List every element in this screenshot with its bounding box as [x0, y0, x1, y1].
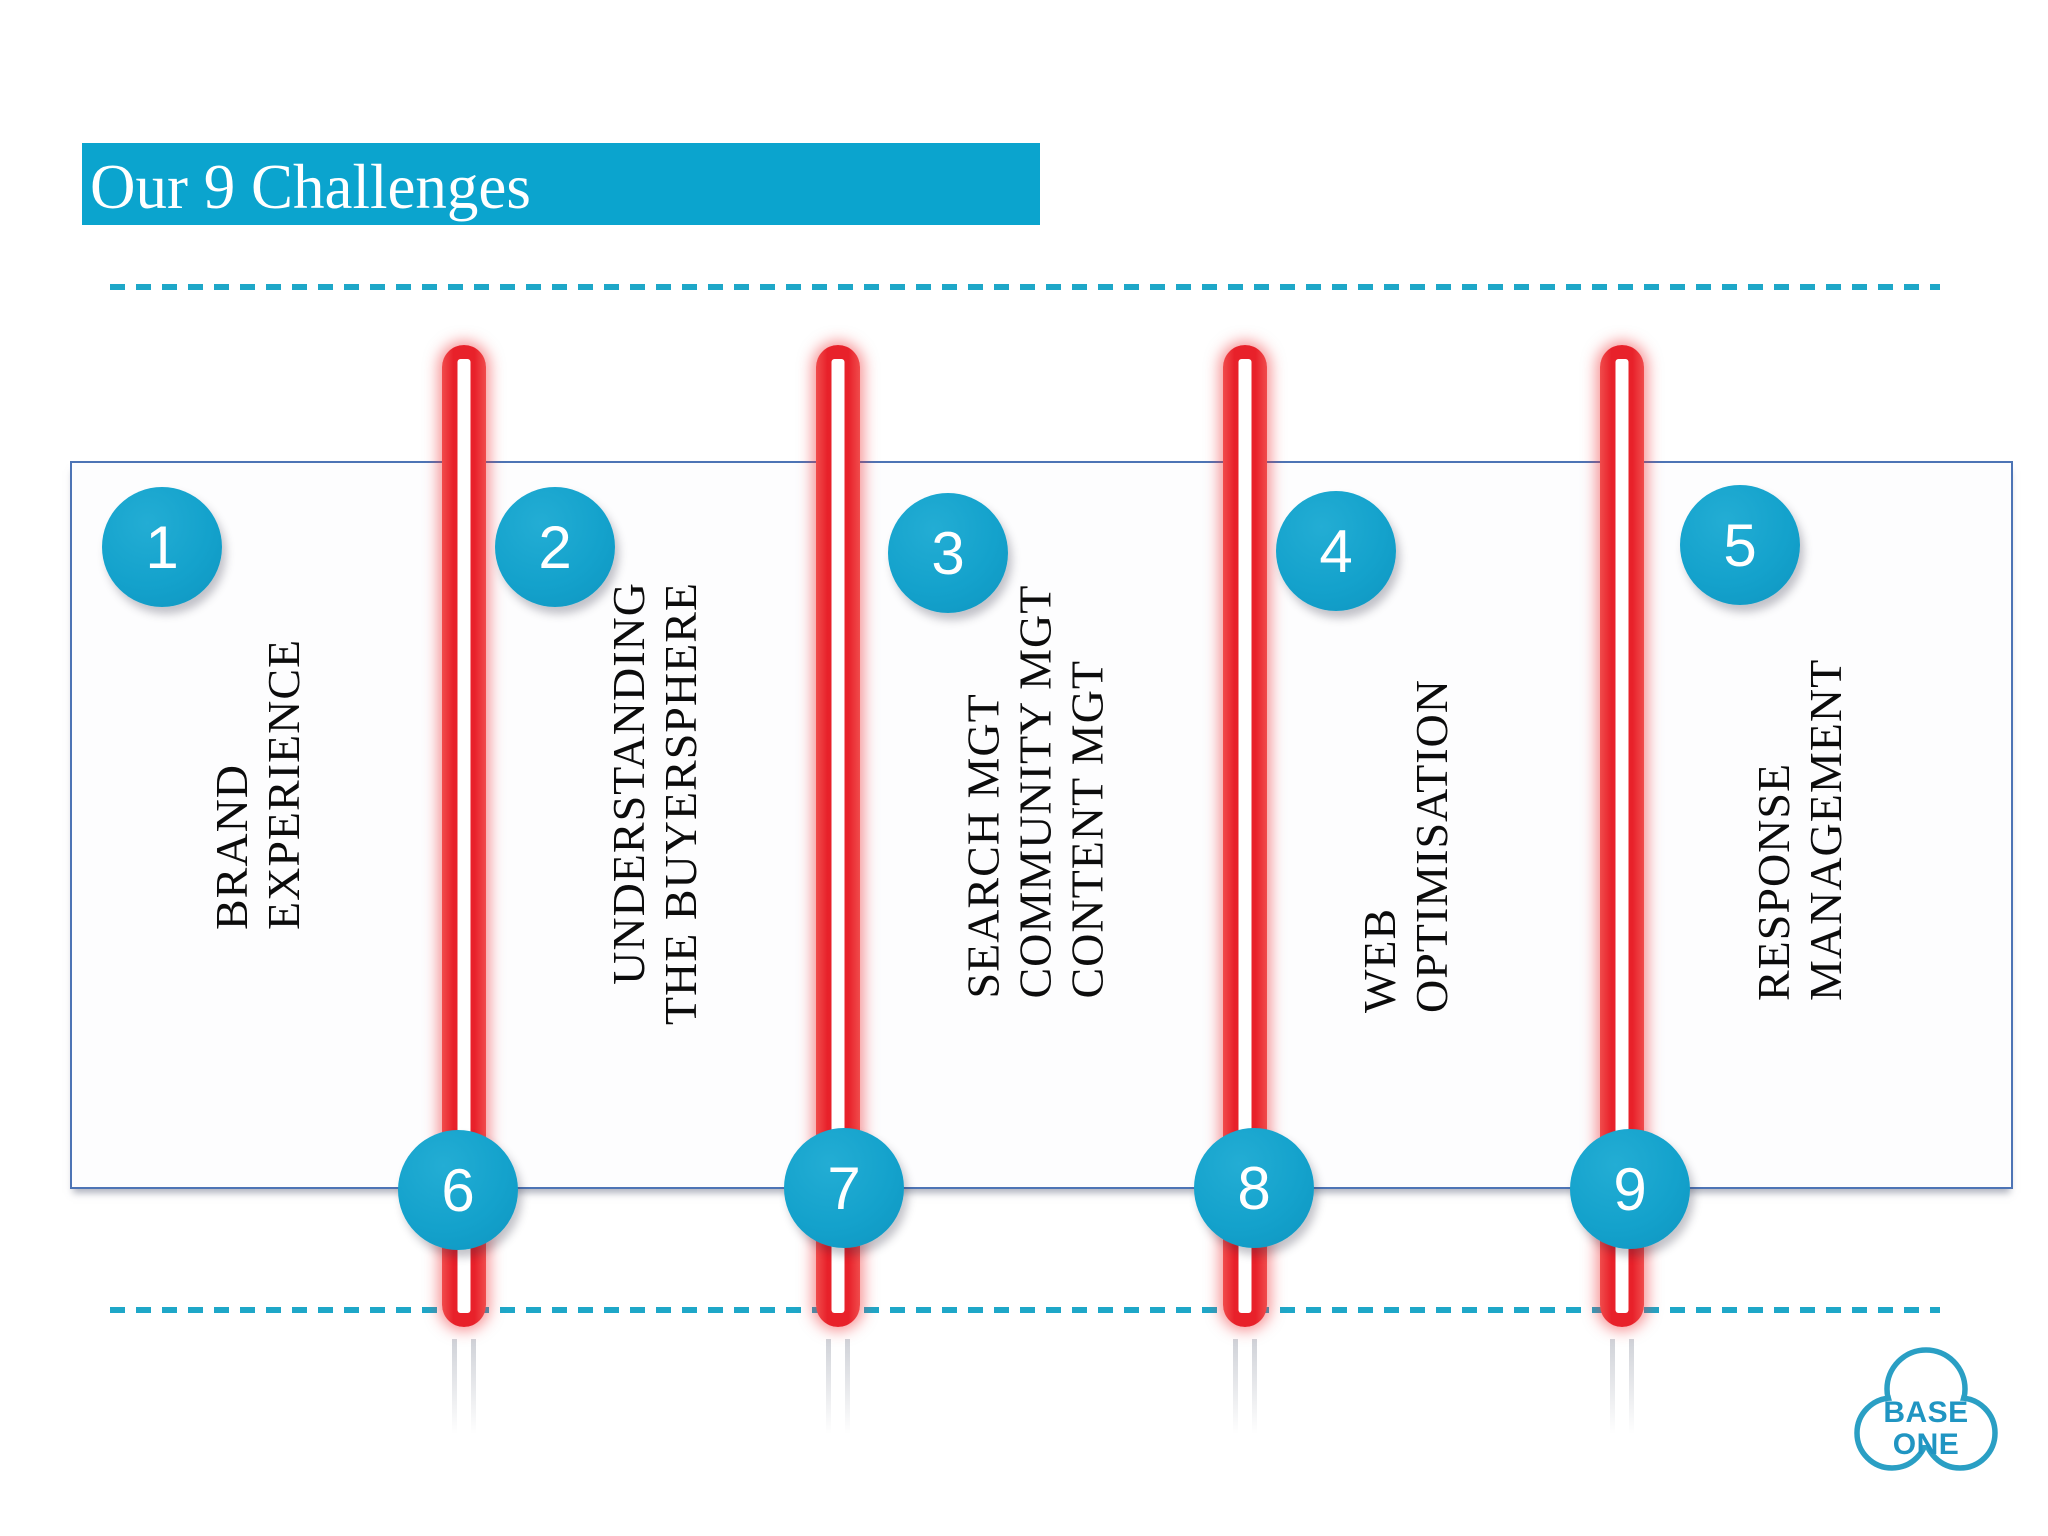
- bar-reflection: [452, 1339, 476, 1434]
- challenges-box: [70, 461, 2013, 1189]
- challenge-badge-2: 2: [495, 487, 615, 607]
- challenge-label-search-community-content: SEARCH MGT COMMUNITY MGT CONTENT MGT: [958, 584, 1114, 999]
- badge-number: 9: [1613, 1155, 1647, 1223]
- bottom-dashed-divider: [110, 1307, 1940, 1313]
- challenge-badge-6: 6: [398, 1130, 518, 1250]
- page-title: Our 9 Challenges: [90, 152, 531, 222]
- challenge-badge-9: 9: [1570, 1129, 1690, 1249]
- label-line: EXPERIENCE: [258, 638, 309, 930]
- challenge-badge-1: 1: [102, 487, 222, 607]
- challenge-badge-3: 3: [888, 493, 1008, 613]
- bar-reflection: [826, 1339, 850, 1434]
- challenge-badge-5: 5: [1680, 485, 1800, 605]
- label-line: OPTIMISATION: [1406, 679, 1457, 1013]
- badge-number: 4: [1319, 517, 1353, 585]
- challenge-badge-8: 8: [1194, 1128, 1314, 1248]
- challenge-label-understanding-buyersphere: UNDERSTANDING THE BUYERSPHERE: [603, 582, 707, 1042]
- title-bar: Our 9 Challenges: [82, 143, 1040, 225]
- label-line: COMMUNITY MGT: [1009, 584, 1061, 999]
- badge-number: 2: [538, 513, 572, 581]
- label-line: CONTENT MGT: [1061, 659, 1113, 999]
- bar-white-stripe: [457, 359, 471, 1313]
- base-one-logo: BASE ONE: [1854, 1347, 1998, 1471]
- bar-white-stripe: [1615, 359, 1629, 1313]
- label-line: SEARCH MGT: [957, 693, 1009, 999]
- label-line: BRAND: [206, 763, 257, 930]
- label-line: THE BUYERSPHERE: [655, 582, 706, 1026]
- challenge-label-web-optimisation: WEB OPTIMISATION: [1354, 657, 1458, 1013]
- challenge-label-response-management: RESPONSE MANAGEMENT: [1748, 633, 1852, 1001]
- top-dashed-divider: [110, 284, 1940, 290]
- challenge-badge-7: 7: [784, 1128, 904, 1248]
- badge-number: 7: [827, 1154, 861, 1222]
- challenge-label-brand-experience: BRAND EXPERIENCE: [206, 610, 310, 930]
- logo-text-one: ONE: [1893, 1428, 1960, 1461]
- challenge-badge-4: 4: [1276, 491, 1396, 611]
- bar-reflection: [1610, 1339, 1634, 1434]
- bar-reflection: [1233, 1339, 1257, 1434]
- label-line: UNDERSTANDING: [603, 582, 654, 985]
- badge-number: 8: [1237, 1154, 1271, 1222]
- label-line: WEB: [1354, 907, 1405, 1013]
- badge-number: 6: [441, 1156, 475, 1224]
- badge-number: 1: [145, 513, 179, 581]
- badge-number: 5: [1723, 511, 1757, 579]
- logo-text-base: BASE: [1883, 1396, 1968, 1429]
- bar-white-stripe: [831, 359, 845, 1313]
- label-line: RESPONSE: [1748, 762, 1799, 1001]
- bar-white-stripe: [1238, 359, 1252, 1313]
- label-line: MANAGEMENT: [1800, 658, 1851, 1001]
- badge-number: 3: [931, 519, 965, 587]
